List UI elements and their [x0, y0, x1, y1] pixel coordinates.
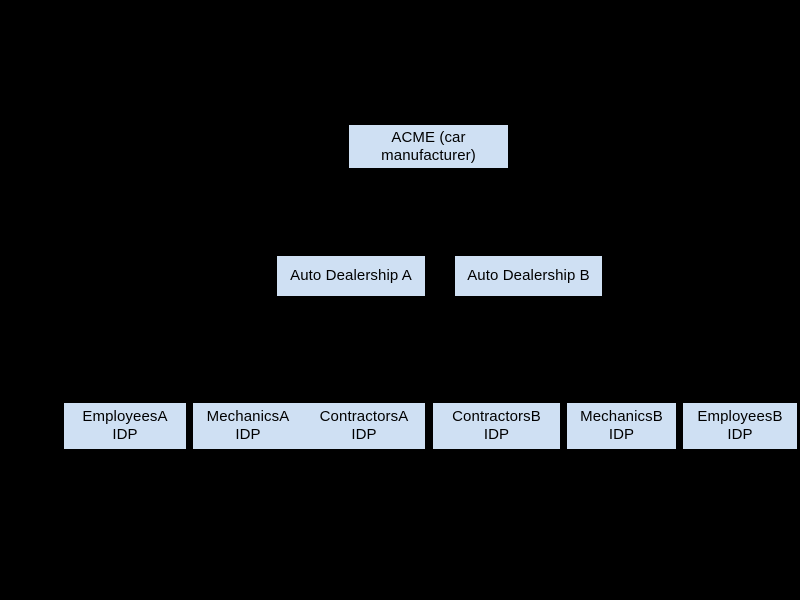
node-auto-dealership-a[interactable]: Auto Dealership A [277, 256, 425, 296]
node-mechanics-a-idp[interactable]: MechanicsA IDP [193, 403, 303, 449]
node-contractors-b-idp[interactable]: ContractorsB IDP [433, 403, 560, 449]
node-employees-a-idp[interactable]: EmployeesA IDP [64, 403, 186, 449]
node-mechanics-b-idp[interactable]: MechanicsB IDP [567, 403, 676, 449]
connector-dealership-a-to-employees-a-idp [124, 296, 352, 403]
connector-acme-to-dealership-b [427, 168, 530, 256]
connector-dealership-a-to-contractors-a-idp [350, 296, 365, 403]
connector-acme-to-dealership-a [350, 168, 430, 256]
node-employees-b-idp[interactable]: EmployeesB IDP [683, 403, 797, 449]
node-contractors-a-idp[interactable]: ContractorsA IDP [303, 403, 425, 449]
connector-dealership-b-to-contractors-b-idp [495, 296, 530, 403]
node-acme[interactable]: ACME (car manufacturer) [349, 125, 508, 168]
connector-dealership-b-to-employees-b-idp [527, 296, 741, 403]
connector-dealership-b-to-mechanics-b-idp [527, 296, 623, 403]
connector-dealership-a-to-mechanics-a-idp [247, 296, 352, 403]
node-auto-dealership-b[interactable]: Auto Dealership B [455, 256, 602, 296]
